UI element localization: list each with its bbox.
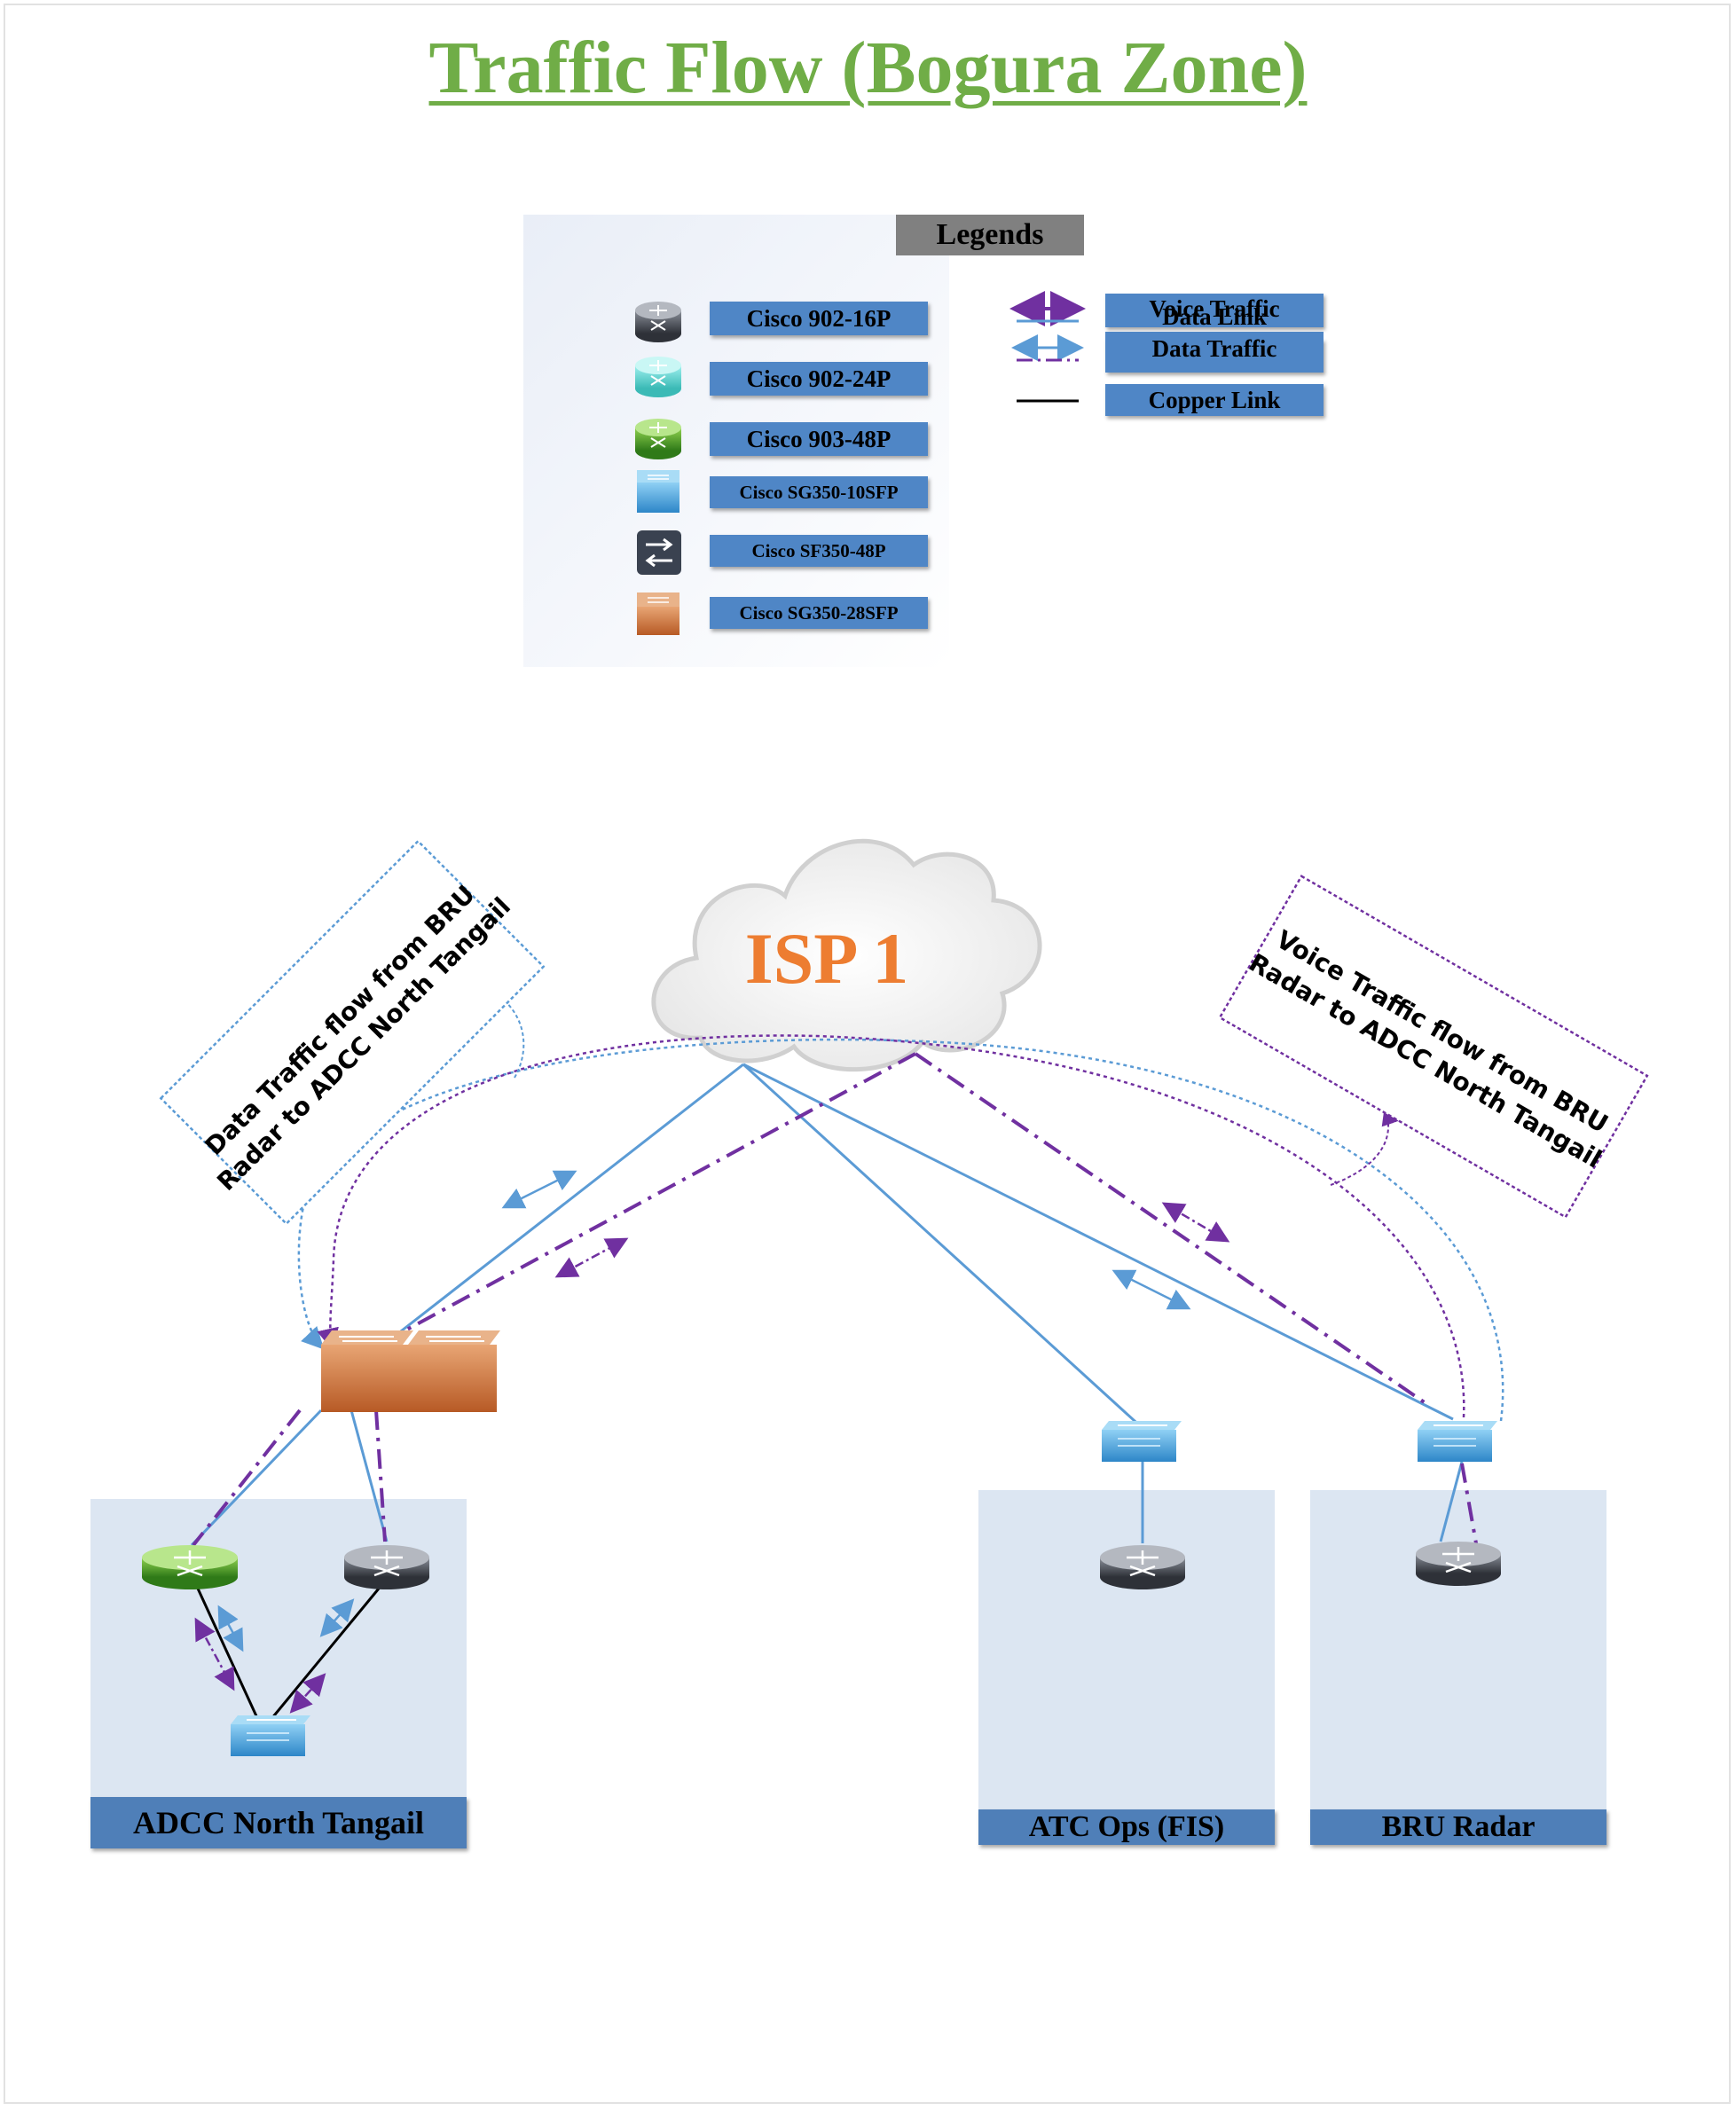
atc-switch-sg350-10sfp: [1102, 1421, 1182, 1462]
legend-label-cisco-sg350-10sfp: Cisco SG350-10SFP: [710, 476, 928, 508]
atc-router-cisco-902-16p: [1100, 1545, 1185, 1589]
legend-heading: Legends: [896, 215, 1084, 255]
legend-icon-router-green: [635, 419, 681, 459]
adcc-router-cisco-903-48p: [142, 1545, 238, 1589]
zone-label-adcc: ADCC North Tangail: [90, 1797, 467, 1848]
legend-label-cisco-903-48p: Cisco 903-48P: [710, 422, 928, 456]
isp-label: ISP 1: [745, 918, 909, 999]
copper-links: [192, 1578, 389, 1730]
legend-icon-router-dark: [635, 302, 681, 342]
isp-cloud: [651, 838, 1042, 1072]
legend-label-voice-traffic: Voice Traffic: [1149, 295, 1280, 322]
zone-label-bru: BRU Radar: [1310, 1809, 1606, 1845]
legend-label-data-link: Data Link: [1105, 294, 1324, 327]
legend-icon-switch-blue: [637, 470, 679, 513]
page-title: Traffic Flow (Bogura Zone): [428, 27, 1308, 109]
zone-label-atc: ATC Ops (FIS): [978, 1809, 1275, 1845]
legend-icon-router-cyan: [635, 357, 681, 397]
voice-annotation-leader: [1330, 1107, 1399, 1186]
legend-label-cisco-sf350-48p: Cisco SF350-48P: [710, 535, 928, 567]
zone-atc-ops: [978, 1490, 1275, 1811]
legend-label-cisco-902-24p: Cisco 902-24P: [710, 362, 928, 396]
adcc-core-switch-sg350-28sfp: [321, 1330, 500, 1412]
legend-label-data-traffic: Data Traffic: [1105, 332, 1324, 365]
bru-switch-sg350-10sfp: [1418, 1421, 1497, 1462]
legend-label-cisco-sg350-28sfp: Cisco SG350-28SFP: [710, 597, 928, 629]
voice-flow-annotation-box: [1218, 875, 1649, 1219]
voice-flow-arrows: [194, 1202, 1230, 1714]
data-links: [190, 1063, 1464, 1547]
legend-icon-switch-dark: [637, 530, 681, 575]
adcc-router-cisco-902-16p: [344, 1545, 429, 1589]
voice-flow-curve: [317, 1034, 1465, 1418]
adcc-access-switch-sg350-10sfp: [231, 1715, 310, 1756]
legend-label-copper-link: Copper Link: [1105, 384, 1324, 416]
legend-icon-switch-orange: [637, 592, 679, 635]
page-frame: [4, 4, 1731, 2104]
data-flow-annotation-box: [159, 839, 546, 1226]
bru-router-cisco-902-16p: [1416, 1542, 1501, 1586]
legend-label-cisco-902-16p: Cisco 902-16P: [710, 302, 928, 335]
voice-links: [192, 1052, 1478, 1547]
data-flow-curve: [297, 1038, 1504, 1422]
